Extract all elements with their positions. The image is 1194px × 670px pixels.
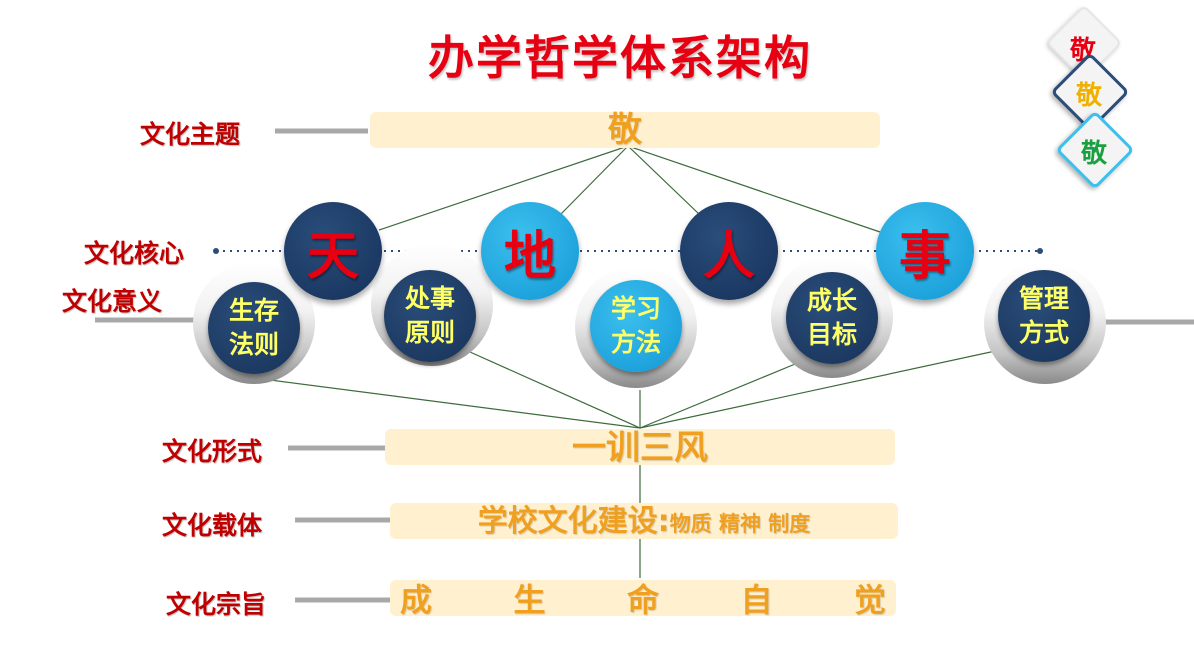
meaning-circle-growth: 成长 目标 [786,272,878,364]
core-circle-ren: 人 [680,202,778,300]
purpose-bar: 成 生 命 自 觉 [390,580,896,619]
carrier-main-text: 学校文化建设: [477,504,670,539]
carrier-sub-text: 物质 精神 制度 [669,512,811,536]
purpose-char: 觉 [853,581,886,619]
form-bar: 一训三风 [385,428,895,468]
carrier-bar: 学校文化建设:物质 精神 制度 [390,503,898,539]
page-title: 办学哲学体系架构 [428,31,812,85]
meaning-circle-conduct: 处事 原则 [384,270,476,362]
badge-char-3: 敬 [1080,139,1107,169]
core-circle-shi: 事 [876,202,974,300]
row-label-meaning: 文化意义 [62,287,163,316]
core-circle-tian: 天 [284,202,382,300]
meaning-circle-management: 管理 方式 [998,270,1090,362]
purpose-char: 命 [626,581,659,619]
purpose-char: 自 [740,581,773,619]
purpose-char: 成 [400,581,433,619]
row-label-carrier: 文化载体 [162,511,263,540]
row-label-core: 文化核心 [84,239,185,268]
row-label-theme: 文化主题 [140,120,241,149]
badge-char-2: 敬 [1075,81,1102,111]
row-label-purpose: 文化宗旨 [166,590,267,619]
meaning-circle-learning: 学习 方法 [590,280,682,372]
core-circle-di: 地 [481,202,579,300]
theme-text: 敬 [608,110,642,150]
form-text: 一训三风 [572,428,708,468]
meaning-circle-survival: 生存 法则 [208,282,300,374]
row-label-form: 文化形式 [162,437,263,466]
theme-bar: 敬 [370,112,880,148]
purpose-char: 生 [513,581,546,619]
